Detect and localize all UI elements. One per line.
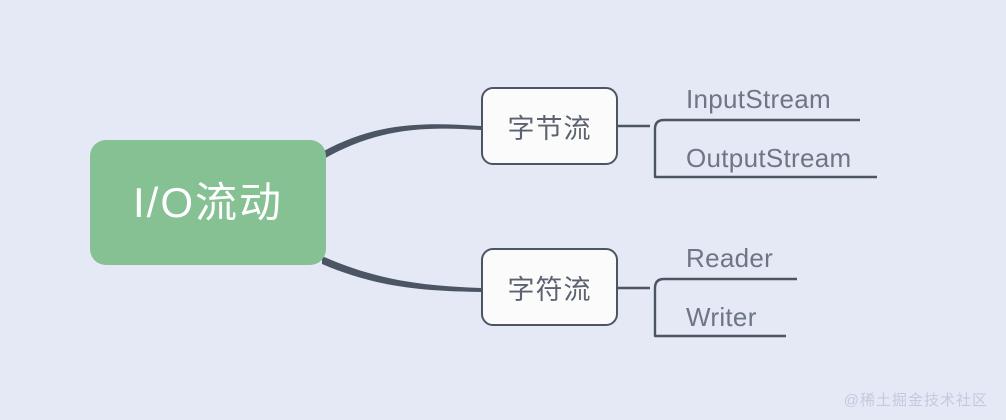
leaf-label-output-stream[interactable]: OutputStream (686, 143, 852, 173)
connector-root-to-byte-stream (322, 124, 481, 160)
leaf-label-input-stream[interactable]: InputStream (686, 84, 831, 114)
watermark-text: @稀土掘金技术社区 (843, 392, 988, 409)
branch-node-char-stream-label: 字符流 (507, 274, 592, 305)
connector-root-to-char-stream (322, 256, 481, 292)
leaf-label-writer[interactable]: Writer (686, 302, 757, 332)
branch-node-byte-stream[interactable]: 字节流 (481, 87, 618, 165)
leaf-label-reader[interactable]: Reader (686, 243, 774, 273)
root-node-label: I/O流动 (132, 178, 283, 226)
branch-node-byte-stream-label: 字节流 (507, 113, 592, 144)
branch-node-char-stream[interactable]: 字符流 (481, 248, 618, 326)
root-node-io-flow[interactable]: I/O流动 (90, 140, 326, 265)
